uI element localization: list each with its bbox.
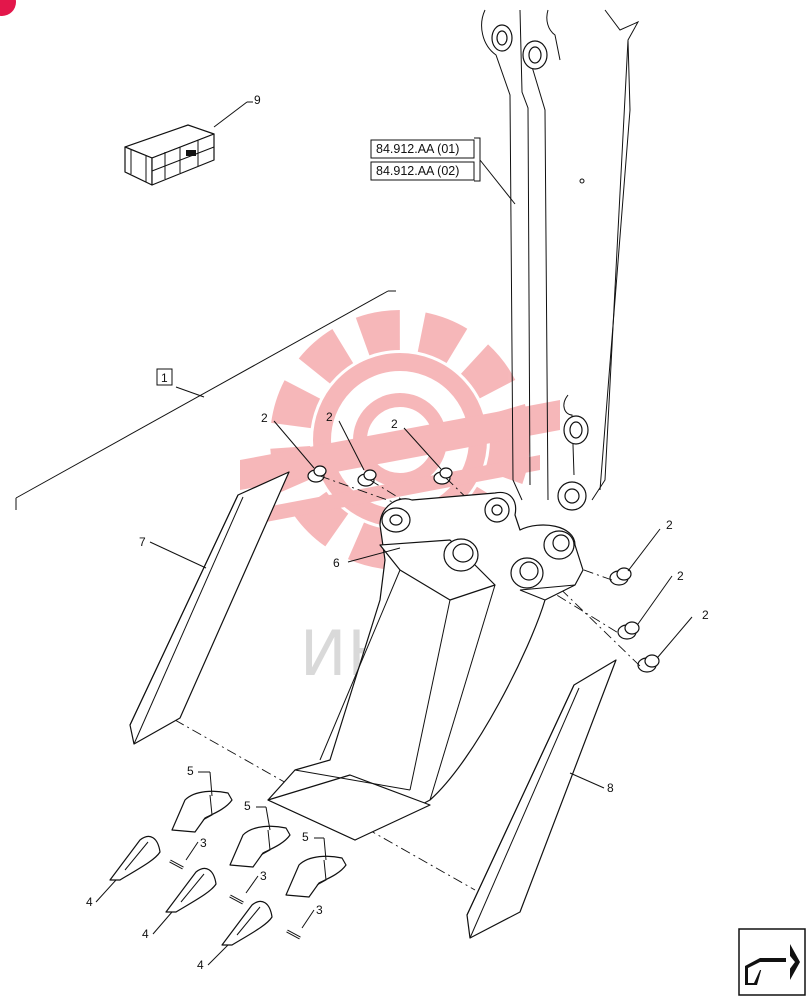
bushing-top-middle <box>357 469 377 487</box>
callout-2-e: 2 <box>677 569 684 583</box>
bushing-right-3 <box>637 654 660 673</box>
excavator-arm <box>481 9 640 511</box>
callout-2-a: 2 <box>261 411 268 425</box>
bushing-right-2 <box>617 621 640 640</box>
bushing-top-right <box>433 467 453 485</box>
callout-2-b: 2 <box>326 410 333 424</box>
crate-icon <box>124 124 215 186</box>
callout-3-c: 3 <box>316 903 323 917</box>
reference-text-2: 84.912.AA (02) <box>376 164 459 178</box>
callout-3-b: 3 <box>260 869 267 883</box>
pin-1 <box>169 859 184 870</box>
callout-5-a: 5 <box>187 764 194 778</box>
tooth-3 <box>221 900 273 946</box>
callout-5-c: 5 <box>302 830 309 844</box>
side-cutter-left <box>129 471 290 745</box>
kit-label-box <box>156 368 173 386</box>
reference-box-1[interactable] <box>370 139 475 159</box>
callout-6: 6 <box>333 556 340 570</box>
adapter-1 <box>171 790 233 833</box>
pin-2 <box>229 894 244 905</box>
kit-label: 1 <box>161 371 168 385</box>
callout-4-b: 4 <box>142 927 149 941</box>
bucket <box>267 491 584 841</box>
callout-2-c: 2 <box>391 417 398 431</box>
callout-3-a: 3 <box>200 836 207 850</box>
tooth-1 <box>109 835 161 881</box>
adapter-2 <box>229 825 291 868</box>
arrow-icon[interactable] <box>738 928 806 996</box>
bushing-right-1 <box>609 567 632 586</box>
callout-4-c: 4 <box>197 958 204 972</box>
pin-3 <box>286 929 301 940</box>
callout-2-d: 2 <box>666 518 673 532</box>
callout-9: 9 <box>254 93 261 107</box>
callout-2-f: 2 <box>702 608 709 622</box>
callout-5-b: 5 <box>244 799 251 813</box>
tooth-2 <box>165 867 217 913</box>
callout-7: 7 <box>139 535 146 549</box>
callout-4-a: 4 <box>86 895 93 909</box>
side-cutter-right <box>466 659 617 939</box>
bushing-top-left <box>307 465 327 483</box>
adapter-3 <box>285 855 347 898</box>
reference-box-2[interactable] <box>370 161 475 181</box>
callout-8: 8 <box>607 781 614 795</box>
reference-text-1: 84.912.AA (01) <box>376 142 459 156</box>
corner-badge <box>0 0 16 16</box>
